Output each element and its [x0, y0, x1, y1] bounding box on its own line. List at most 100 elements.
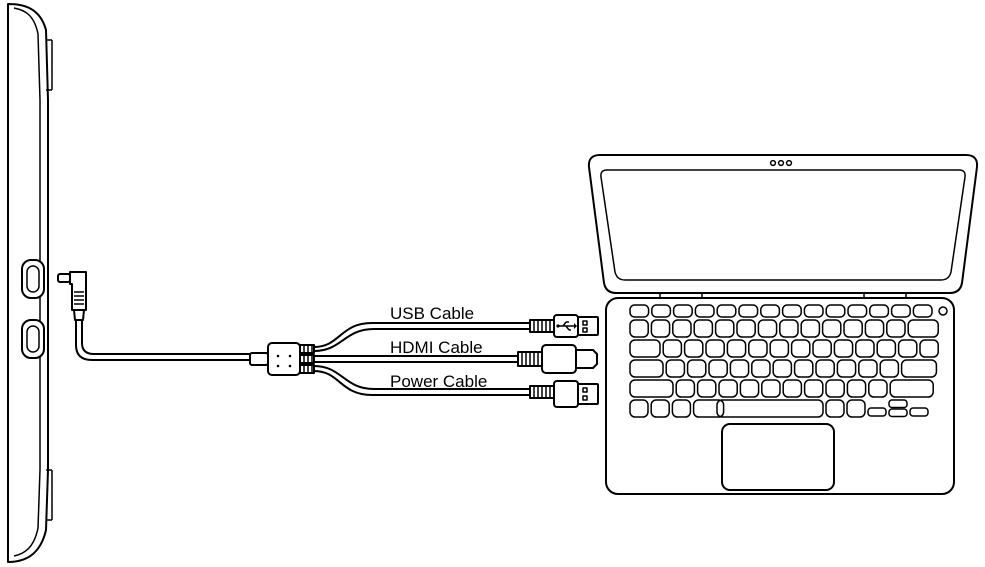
keyboard-key [919, 339, 939, 358]
keyboard-key [729, 359, 750, 378]
keyboard-key [693, 319, 714, 338]
keyboard-key [692, 399, 725, 418]
laptop [587, 154, 979, 495]
keyboard-key [912, 304, 933, 318]
power-cable-line [313, 365, 531, 396]
arrow-up-key [888, 399, 908, 409]
usb-cable-label: USB Cable [390, 304, 474, 323]
keyboard-key [864, 319, 885, 338]
keyboard-key [751, 359, 771, 378]
keyboard-key [761, 379, 781, 398]
cable-splitter [249, 342, 315, 376]
keyboard-key [739, 379, 760, 398]
keyboard-key [629, 339, 661, 358]
keyboard-key [836, 359, 857, 378]
hdmi-cable-line [313, 355, 519, 363]
touchpad [721, 423, 835, 491]
keyboard-key [897, 339, 918, 358]
keyboard-key [900, 359, 938, 378]
keyboard-key [696, 379, 717, 398]
power-cable-label: Power Cable [390, 372, 487, 391]
keyboard-key [781, 304, 802, 318]
keyboard-key [672, 304, 693, 318]
keyboard-key [650, 399, 670, 418]
usb-cable-line [313, 322, 531, 352]
webcam-icon [769, 159, 793, 167]
keyboard-key [716, 304, 737, 318]
keyboard-key [671, 399, 692, 418]
pen-display-tablet [7, 3, 53, 563]
keyboard [629, 304, 939, 418]
hdmi-cable-label: HDMI Cable [390, 338, 483, 357]
keyboard-key [825, 379, 845, 398]
keyboard-key [889, 379, 934, 398]
hdmi-connector [517, 344, 598, 374]
keyboard-key [662, 339, 683, 358]
keyboard-key [726, 339, 747, 358]
keyboard-key [869, 304, 890, 318]
keyboard-key [821, 319, 842, 338]
main-cable [75, 319, 251, 361]
keyboard-key [705, 339, 725, 358]
arrow-left-key [867, 407, 887, 417]
keyboard-key [868, 379, 888, 398]
angled-usb-c-plug [57, 271, 87, 321]
keyboard-key [890, 304, 911, 318]
keyboard-key [675, 379, 696, 398]
keyboard-key [847, 304, 868, 318]
usb-icon [556, 321, 577, 331]
keyboard-key [665, 359, 686, 378]
keyboard-key [757, 319, 778, 338]
keyboard-key [769, 339, 790, 358]
keyboard-key [803, 304, 824, 318]
keyboard-key [772, 359, 793, 378]
keyboard-key [708, 359, 728, 378]
keyboard-key [803, 379, 824, 398]
laptop-lid [587, 154, 979, 294]
usb-connector [529, 314, 599, 338]
keyboard-key [779, 319, 799, 338]
laptop-base [605, 297, 955, 495]
keyboard-key [650, 319, 671, 338]
keyboard-key [825, 399, 845, 418]
keyboard-key [718, 379, 738, 398]
keyboard-key [815, 359, 835, 378]
keyboard-key [825, 304, 846, 318]
keyboard-key [846, 399, 866, 418]
power-connector [529, 380, 599, 408]
keyboard-key [846, 379, 867, 398]
keyboard-key [686, 359, 707, 378]
keyboard-key [748, 339, 768, 358]
keyboard-key [907, 319, 939, 338]
keyboard-key [760, 304, 781, 318]
keyboard-key [812, 339, 832, 358]
keyboard-key [876, 339, 897, 358]
keyboard-key [672, 319, 692, 338]
keyboard-key [651, 304, 672, 318]
keyboard-key [629, 319, 649, 338]
keyboard-key [683, 339, 704, 358]
keyboard-key [858, 359, 878, 378]
keyboard-key [833, 339, 854, 358]
keyboard-key [629, 304, 650, 318]
keyboard-key [886, 319, 906, 338]
usb-c-port-2 [21, 319, 45, 359]
keyboard-key [738, 304, 759, 318]
arrow-down-key [888, 408, 908, 418]
keyboard-key [843, 319, 863, 338]
usb-c-port-1 [21, 259, 45, 299]
keyboard-key [879, 359, 900, 378]
keyboard-key [736, 319, 756, 338]
power-button-icon [938, 306, 948, 316]
keyboard-key [629, 359, 664, 378]
keyboard-key [694, 304, 715, 318]
keyboard-key [629, 399, 649, 418]
keyboard-key [790, 339, 811, 358]
keyboard-key [800, 319, 821, 338]
keyboard-key [782, 379, 803, 398]
keyboard-key [855, 339, 875, 358]
spacebar-key [716, 399, 824, 418]
keyboard-key [629, 379, 674, 398]
keyboard-key [793, 359, 814, 378]
